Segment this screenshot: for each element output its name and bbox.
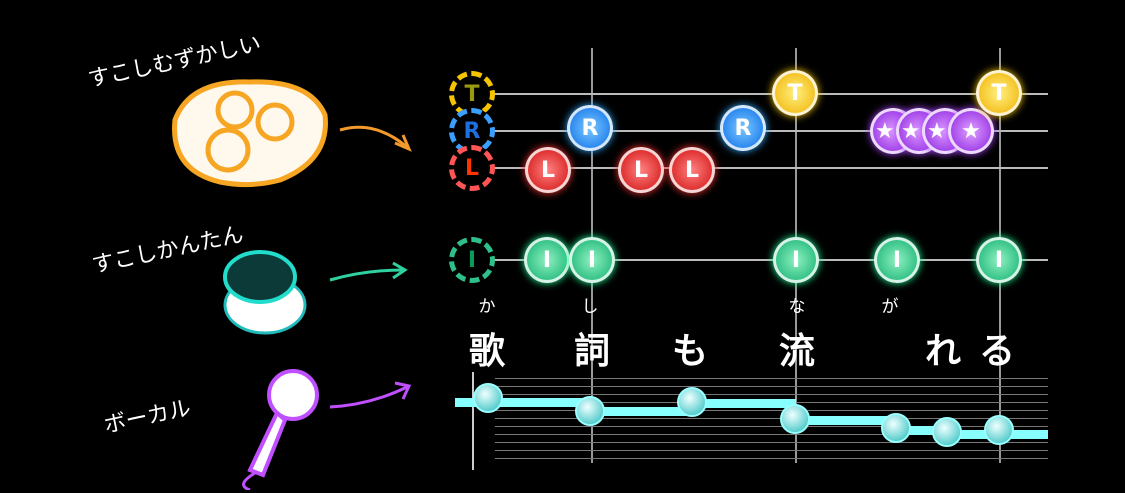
note-l: L (618, 147, 664, 193)
note-t: T (976, 70, 1022, 116)
vocal-mic-note-icon (575, 396, 605, 426)
note-star: ★ (948, 108, 994, 154)
pitch-bar (896, 426, 948, 435)
lyric-char: る (978, 331, 1016, 372)
note-r: R (720, 105, 766, 151)
lyric-char: も (671, 331, 709, 372)
pitch-bar (692, 399, 796, 408)
note-i: I (874, 237, 920, 283)
vocal-start-line (472, 372, 474, 470)
staff-line (495, 458, 1048, 459)
ruby: し (581, 297, 599, 317)
staff-line (495, 386, 1048, 387)
vocal-mic-note-icon (881, 413, 911, 443)
note-i: I (524, 237, 570, 283)
staff-line (495, 426, 1048, 427)
staff-line (495, 378, 1048, 379)
lane-t (487, 93, 1048, 95)
note-i: I (773, 237, 819, 283)
note-l: L (669, 147, 715, 193)
lane-l (487, 167, 1048, 169)
note-l: L (525, 147, 571, 193)
label-vocal: ボーカル (101, 395, 194, 439)
staff-line (495, 418, 1048, 419)
lyric-char: 歌 (468, 331, 506, 372)
lane-icon-l: L (449, 145, 495, 191)
vocal-mic-note-icon (677, 387, 707, 417)
pitch-bar (455, 398, 592, 407)
ruby: か (478, 297, 496, 317)
vocal-mic-note-icon (932, 417, 962, 447)
single-button-controller-icon (223, 250, 307, 335)
note-i: I (976, 237, 1022, 283)
pitch-bar (592, 407, 692, 416)
vocal-mic-note-icon (780, 404, 810, 434)
staff-line (495, 394, 1048, 395)
lyric-char: れ (924, 331, 962, 372)
vocal-mic-note-icon (984, 415, 1014, 445)
lane-i (487, 259, 1048, 261)
lyric-char: 流 (778, 331, 816, 372)
vocal-mic-note-icon (473, 383, 503, 413)
note-t: T (772, 70, 818, 116)
microphone-icon (242, 369, 319, 490)
lane-r (487, 130, 1048, 132)
arrow-to-vocal-icon (329, 381, 412, 409)
staff-line (495, 434, 1048, 435)
arrow-to-single-lane-icon (329, 261, 408, 282)
staff-line (495, 442, 1048, 443)
staff-line (495, 450, 1048, 451)
lane-icon-i: I (449, 237, 495, 283)
arrow-to-drum-lanes-icon (339, 125, 412, 152)
multi-button-controller-icon (172, 79, 328, 188)
pitch-bar (796, 416, 896, 425)
ruby: な (788, 297, 806, 317)
ruby: が (881, 297, 899, 317)
lyric-char: 詞 (573, 331, 611, 372)
note-r: R (567, 105, 613, 151)
staff-line (495, 410, 1048, 411)
note-i: I (569, 237, 615, 283)
